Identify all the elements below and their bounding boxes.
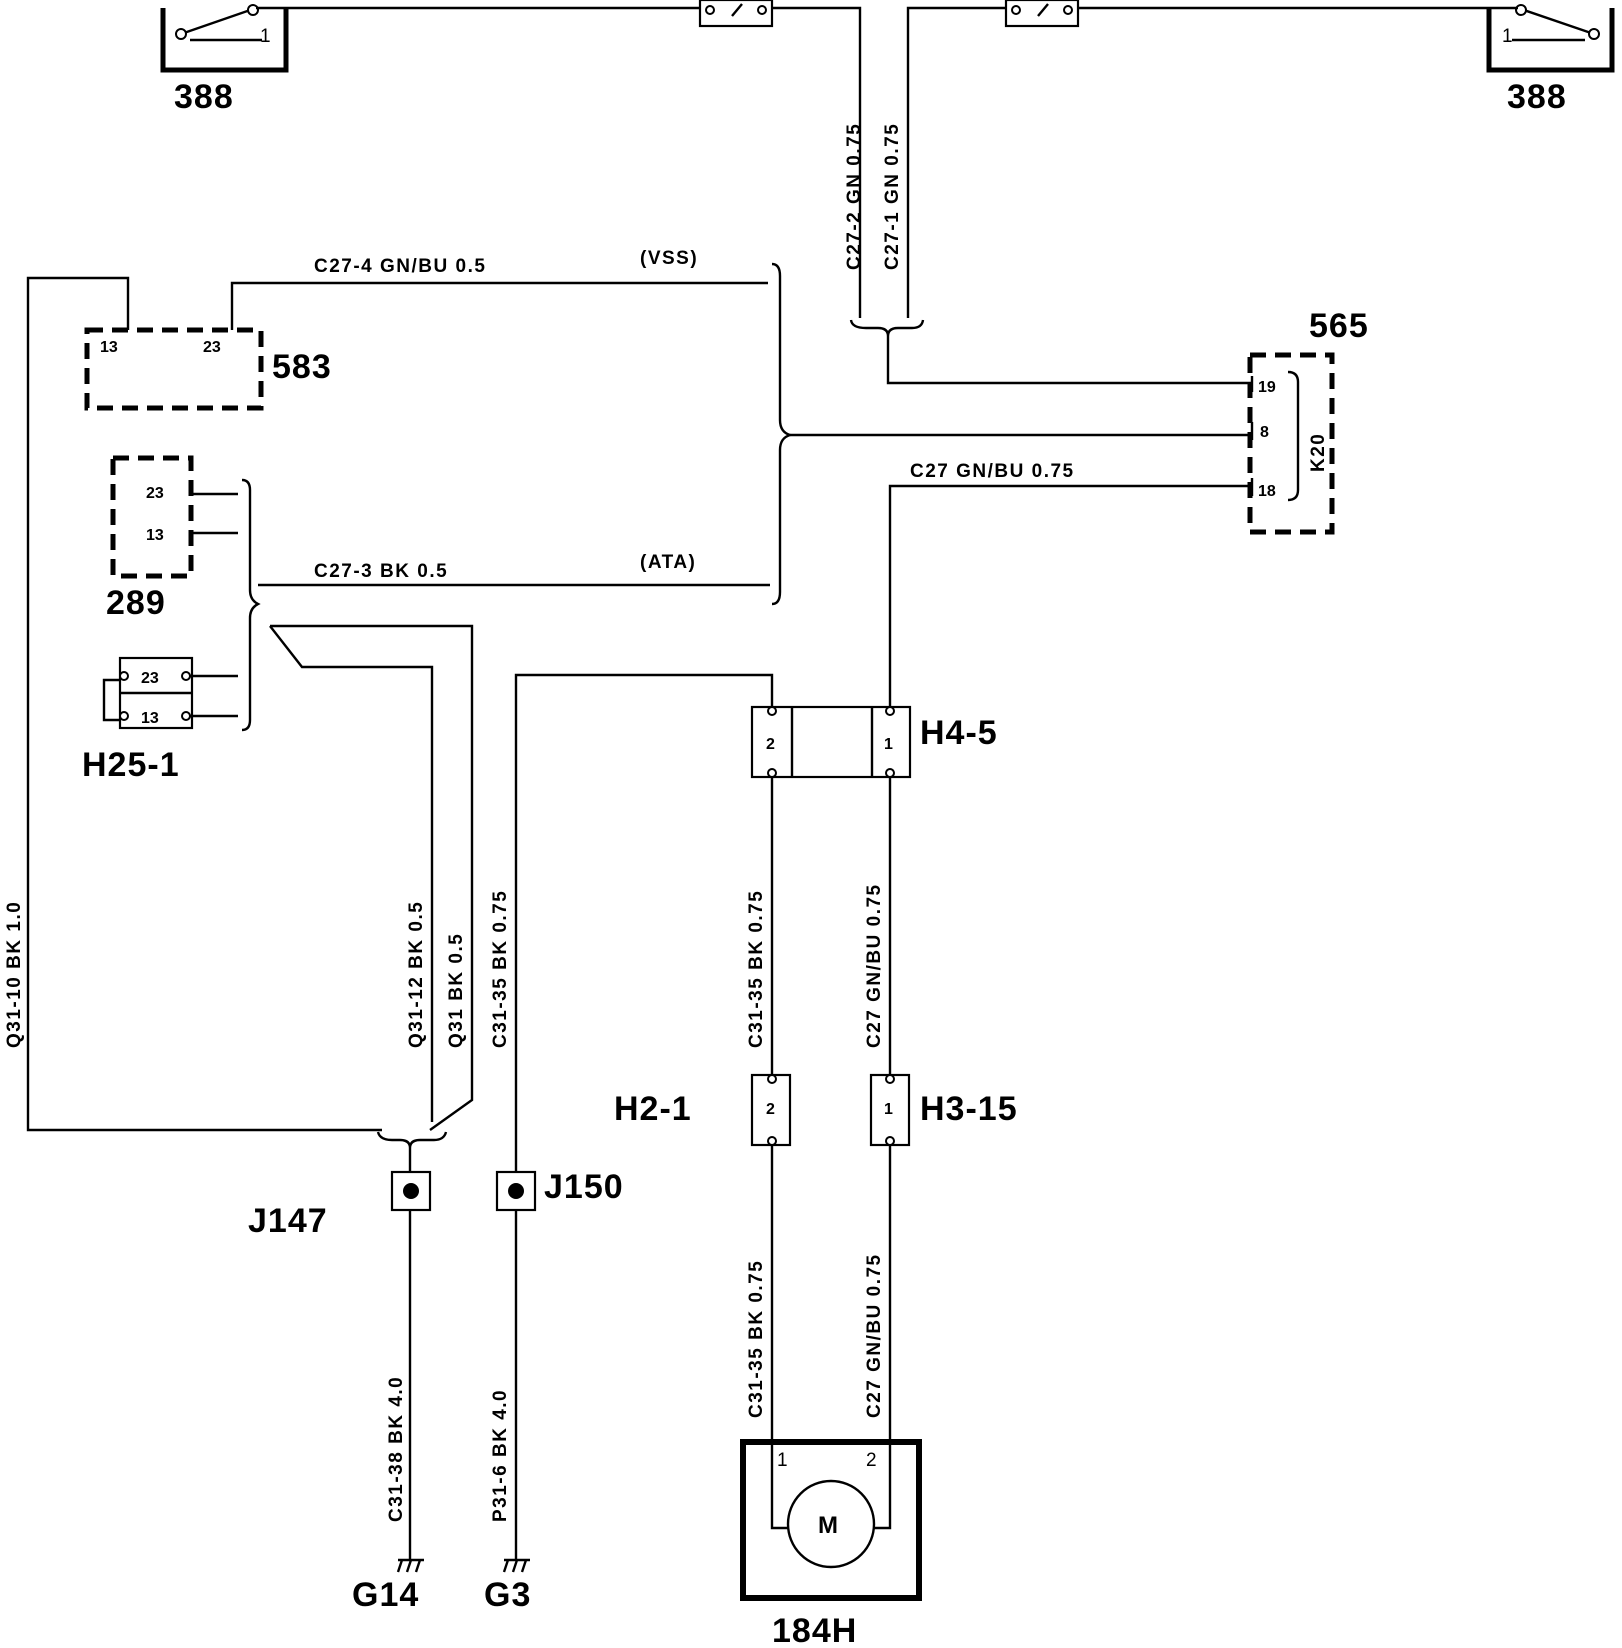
component-289-box — [110, 455, 194, 579]
ground-g14-label: G14 — [352, 1576, 419, 1614]
component-565-box — [1247, 352, 1335, 535]
connector-h4-5: 2 1 — [750, 705, 912, 779]
bundle-brace-left — [241, 478, 261, 732]
wire-c27-label-upper: C27 GN/BU 0.75 — [864, 883, 885, 1048]
component-565-pin-19: 19 — [1258, 379, 1276, 396]
wire-c31-35-label-upper: C31-35 BK 0.75 — [746, 890, 767, 1048]
motor-184h-pin-2: 2 — [866, 1450, 877, 1471]
component-289-label: 289 — [106, 584, 166, 622]
wire-c27-3-label: C27-3 BK 0.5 — [314, 561, 448, 582]
motor-184h: M 1 2 — [740, 1439, 922, 1601]
wire-c27-label-lower: C27 GN/BU 0.75 — [864, 1253, 885, 1418]
bundle-brace-j147 — [376, 1131, 448, 1149]
wire-c31-35-label-lower: C31-35 BK 0.75 — [746, 1260, 767, 1418]
component-583-label: 583 — [272, 348, 332, 386]
connector-h2-1-pin-2: 2 — [766, 1101, 775, 1118]
connector-h3-15-label: H3-15 — [920, 1090, 1018, 1128]
connector-h4-5-pin-2: 2 — [766, 736, 775, 753]
switch-388-right: 1 388 — [1486, 4, 1615, 116]
junction-j150 — [495, 1170, 537, 1212]
connector-h25-1-label: H25-1 — [82, 746, 180, 784]
wire-q31-label: Q31 BK 0.5 — [446, 933, 467, 1048]
component-565-label: 565 — [1309, 307, 1369, 345]
component-289-pin-23: 23 — [146, 485, 164, 502]
motor-icon: M — [818, 1512, 840, 1539]
signal-vss-label: (VSS) — [640, 248, 698, 269]
wire-q31-10-label: Q31-10 BK 1.0 — [4, 901, 25, 1048]
wire-p31-6-label: P31-6 BK 4.0 — [490, 1389, 511, 1522]
wire-c27-1-label: C27-1 GN 0.75 — [882, 123, 903, 270]
signal-ata-label: (ATA) — [640, 552, 696, 573]
motor-184h-pin-1: 1 — [777, 1450, 788, 1471]
fuse-top-left — [698, 0, 774, 28]
connector-h25-1-pin-13: 13 — [141, 710, 159, 727]
switch-388-left: 1 388 — [160, 4, 289, 116]
ground-g3-icon — [502, 1558, 530, 1573]
junction-j147 — [390, 1170, 432, 1212]
component-565-pin-8: 8 — [1260, 424, 1269, 441]
component-583-pin-13: 13 — [100, 339, 118, 356]
ground-g3-label: G3 — [484, 1576, 531, 1614]
connector-h25-1: 23 13 — [102, 656, 238, 730]
fuse-top-right — [1004, 0, 1080, 28]
wire-c31-35-label-p31: C31-35 BK 0.75 — [490, 890, 511, 1048]
component-388-right-label: 388 — [1507, 78, 1567, 116]
connector-h4-5-label: H4-5 — [920, 714, 998, 752]
component-565-pin-18: 18 — [1258, 483, 1276, 500]
wire-c27-4-label: C27-4 GN/BU 0.5 — [314, 256, 486, 277]
connector-h4-5-pin-1: 1 — [884, 736, 893, 753]
wire-c27-gnbu-label: C27 GN/BU 0.75 — [910, 461, 1075, 482]
switch-388-right-pin-1: 1 — [1502, 26, 1513, 47]
wire-q31-12-label: Q31-12 BK 0.5 — [406, 901, 427, 1048]
connector-h25-1-pin-23: 23 — [141, 670, 159, 687]
wire-c27-2-label: C27-2 GN 0.75 — [844, 123, 865, 270]
ground-g14-icon — [396, 1558, 424, 1573]
connector-h2-1-label: H2-1 — [614, 1090, 692, 1128]
switch-388-left-pin-1: 1 — [260, 26, 271, 47]
junction-j150-label: J150 — [544, 1168, 624, 1206]
wire-c31-38-label: C31-38 BK 4.0 — [386, 1376, 407, 1522]
bundle-brace-top — [849, 319, 925, 337]
component-583-pin-23: 23 — [203, 339, 221, 356]
component-388-left-label: 388 — [174, 78, 234, 116]
connector-h3-15-pin-1: 1 — [884, 1101, 893, 1118]
component-583-box — [84, 327, 264, 411]
component-289-pin-13: 13 — [146, 527, 164, 544]
connector-h2-1: 2 — [750, 1073, 792, 1147]
relay-k20-label: K20 — [1308, 433, 1329, 472]
junction-j147-label: J147 — [248, 1202, 328, 1240]
connector-h3-15: 1 — [869, 1073, 911, 1147]
bundle-brace-right — [771, 262, 795, 606]
motor-184h-label: 184H — [772, 1612, 857, 1648]
